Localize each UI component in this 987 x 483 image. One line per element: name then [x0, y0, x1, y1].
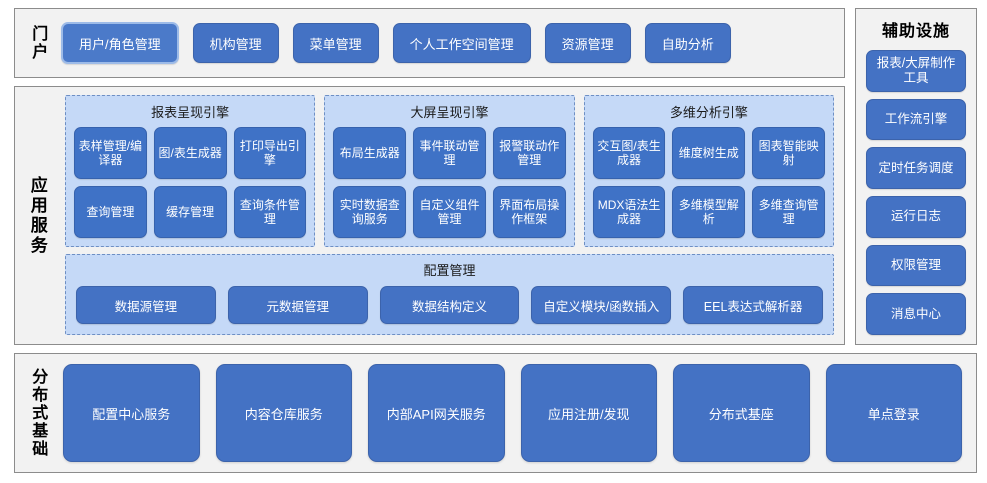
tile-label: MDX语法生成器 [597, 197, 661, 226]
portal-section-label: 门户 [29, 25, 47, 61]
engine-report-tiles: 表样管理/编译器 图/表生成器 打印导出引擎 查询管理 缓存管理 查询条件管理 [74, 127, 307, 238]
tile-report-query-management[interactable]: 查询管理 [74, 186, 147, 238]
engine-bigscreen-tiles: 布局生成器 事件联动管理 报警联动作管理 实时数据查询服务 自定义组件管理 界面… [333, 127, 566, 238]
dist-item-content-repository-service[interactable]: 内容仓库服务 [215, 364, 352, 462]
tile-multidim-mdx-syntax-generator[interactable]: MDX语法生成器 [592, 186, 666, 238]
tile-bigscreen-alarm-action-management[interactable]: 报警联动作管理 [492, 127, 566, 179]
tile-label: 实时数据查询服务 [339, 197, 400, 226]
tile-label: 报警联动作管理 [499, 138, 560, 167]
application-services-section: 应用服务 报表呈现引擎 表样管理/编译器 图/表生成器 打印导出引擎 查询管理 … [14, 86, 845, 345]
distributed-foundation-items: 配置中心服务 内容仓库服务 内部API网关服务 应用注册/发现 分布式基座 单点… [59, 354, 976, 472]
portal-item-workspace[interactable]: 个人工作空间管理 [392, 23, 531, 63]
tile-label: 查询管理 [86, 204, 135, 219]
dist-item-internal-api-gateway-service[interactable]: 内部API网关服务 [368, 364, 505, 462]
tile-label: 表样管理/编译器 [78, 138, 143, 167]
engine-row: 报表呈现引擎 表样管理/编译器 图/表生成器 打印导出引擎 查询管理 缓存管理 … [65, 95, 834, 247]
config-item-eel-expression-parser[interactable]: EEL表达式解析器 [683, 286, 823, 324]
tile-label: 图/表生成器 [158, 145, 222, 160]
portal-section: 门户 用户/角色管理 机构管理 菜单管理 个人工作空间管理 资源管理 自助分析 [14, 8, 845, 78]
engine-multidim-title: 多维分析引擎 [669, 105, 748, 120]
portal-item-menu[interactable]: 菜单管理 [292, 23, 379, 63]
aux-item-label: 报表/大屏制作工具 [876, 55, 956, 85]
left-column: 门户 用户/角色管理 机构管理 菜单管理 个人工作空间管理 资源管理 自助分析 … [14, 8, 845, 345]
tile-label: 布局生成器 [339, 145, 400, 160]
aux-item-label: 权限管理 [890, 258, 941, 273]
distributed-foundation-label: 分布式基础 [29, 368, 47, 458]
dist-item-single-sign-on[interactable]: 单点登录 [825, 364, 962, 462]
aux-item-scheduled-task-scheduling[interactable]: 定时任务调度 [866, 147, 966, 190]
tile-report-query-condition-management[interactable]: 查询条件管理 [233, 186, 307, 238]
tile-report-chart-generator[interactable]: 图/表生成器 [153, 127, 227, 179]
tile-label: 交互图/表生成器 [597, 138, 661, 167]
portal-items: 用户/角色管理 机构管理 菜单管理 个人工作空间管理 资源管理 自助分析 [59, 9, 844, 77]
tile-multidim-model-parsing[interactable]: 多维模型解析 [672, 186, 746, 238]
auxiliary-facilities-section: 辅助设施 报表/大屏制作工具 工作流引擎 定时任务调度 运行日志 权限管理 消息… [855, 8, 977, 345]
engine-multidim-tiles: 交互图/表生成器 维度树生成 图表智能映射 MDX语法生成器 多维模型解析 多维… [592, 127, 825, 238]
top-area: 门户 用户/角色管理 机构管理 菜单管理 个人工作空间管理 资源管理 自助分析 … [14, 8, 977, 345]
tile-bigscreen-realtime-data-query-service[interactable]: 实时数据查询服务 [333, 186, 407, 238]
config-item-datasource-management[interactable]: 数据源管理 [76, 286, 216, 324]
tile-label: 多维查询管理 [758, 197, 819, 226]
aux-item-label: 运行日志 [890, 209, 941, 224]
engine-report-title: 报表呈现引擎 [151, 105, 230, 120]
config-management-panel: 配置管理 数据源管理 元数据管理 数据结构定义 自定义模块/函数插入 EEL表达… [65, 254, 834, 335]
dist-item-config-center-service[interactable]: 配置中心服务 [63, 364, 200, 462]
tile-label: 维度树生成 [678, 145, 739, 160]
engine-bigscreen-title: 大屏呈现引擎 [410, 105, 489, 120]
tile-bigscreen-event-linkage-management[interactable]: 事件联动管理 [413, 127, 486, 179]
aux-item-report-bigscreen-authoring-tool[interactable]: 报表/大屏制作工具 [866, 50, 966, 92]
tile-label: 图表智能映射 [758, 138, 819, 167]
aux-item-message-center[interactable]: 消息中心 [866, 293, 966, 336]
engine-report: 报表呈现引擎 表样管理/编译器 图/表生成器 打印导出引擎 查询管理 缓存管理 … [65, 95, 316, 247]
tile-label: 缓存管理 [166, 204, 215, 219]
tile-label: 查询条件管理 [239, 197, 300, 226]
portal-item-self-analysis[interactable]: 自助分析 [644, 23, 731, 63]
portal-item-org[interactable]: 机构管理 [192, 23, 279, 63]
application-services-label: 应用服务 [27, 175, 47, 256]
config-item-custom-module-function-insert[interactable]: 自定义模块/函数插入 [531, 286, 672, 324]
aux-item-label: 定时任务调度 [878, 160, 954, 175]
tile-multidim-dimension-tree-generation[interactable]: 维度树生成 [672, 127, 746, 179]
tile-report-print-export-engine[interactable]: 打印导出引擎 [233, 127, 307, 179]
aux-item-label: 消息中心 [890, 306, 941, 321]
aux-item-permission-management[interactable]: 权限管理 [866, 244, 966, 287]
engine-multidim: 多维分析引擎 交互图/表生成器 维度树生成 图表智能映射 MDX语法生成器 多维… [583, 95, 834, 247]
engine-bigscreen: 大屏呈现引擎 布局生成器 事件联动管理 报警联动作管理 实时数据查询服务 自定义… [324, 95, 575, 247]
config-management-title: 配置管理 [423, 263, 476, 278]
tile-bigscreen-layout-generator[interactable]: 布局生成器 [333, 127, 407, 179]
aux-item-workflow-engine[interactable]: 工作流引擎 [866, 98, 966, 141]
application-services-body: 报表呈现引擎 表样管理/编译器 图/表生成器 打印导出引擎 查询管理 缓存管理 … [59, 87, 844, 344]
config-item-data-structure-definition[interactable]: 数据结构定义 [379, 286, 520, 324]
aux-item-label: 工作流引擎 [884, 112, 948, 126]
config-management-items: 数据源管理 元数据管理 数据结构定义 自定义模块/函数插入 EEL表达式解析器 [76, 286, 823, 324]
tile-label: 界面布局操作框架 [499, 197, 560, 226]
tile-bigscreen-custom-component-management[interactable]: 自定义组件管理 [413, 186, 486, 238]
config-item-metadata-management[interactable]: 元数据管理 [227, 286, 368, 324]
dist-item-app-registry-discovery[interactable]: 应用注册/发现 [520, 364, 657, 462]
tile-report-template-compiler[interactable]: 表样管理/编译器 [74, 127, 147, 179]
tile-label: 打印导出引擎 [239, 138, 300, 167]
tile-label: 事件联动管理 [419, 138, 480, 167]
tile-report-cache-management[interactable]: 缓存管理 [153, 186, 227, 238]
distributed-foundation-section: 分布式基础 配置中心服务 内容仓库服务 内部API网关服务 应用注册/发现 分布… [14, 353, 977, 473]
tile-multidim-chart-smart-mapping[interactable]: 图表智能映射 [752, 127, 825, 179]
dist-item-distributed-base[interactable]: 分布式基座 [673, 364, 810, 462]
tile-label: 多维模型解析 [678, 197, 739, 226]
tile-multidim-query-management[interactable]: 多维查询管理 [752, 186, 825, 238]
tile-multidim-interactive-chart-generator[interactable]: 交互图/表生成器 [592, 127, 666, 179]
auxiliary-facilities-title: 辅助设施 [881, 23, 950, 40]
portal-item-resource[interactable]: 资源管理 [544, 23, 631, 63]
tile-label: 自定义组件管理 [419, 197, 480, 226]
tile-bigscreen-ui-layout-framework[interactable]: 界面布局操作框架 [492, 186, 566, 238]
portal-item-user-role[interactable]: 用户/角色管理 [61, 22, 179, 64]
aux-item-runtime-log[interactable]: 运行日志 [866, 196, 966, 238]
